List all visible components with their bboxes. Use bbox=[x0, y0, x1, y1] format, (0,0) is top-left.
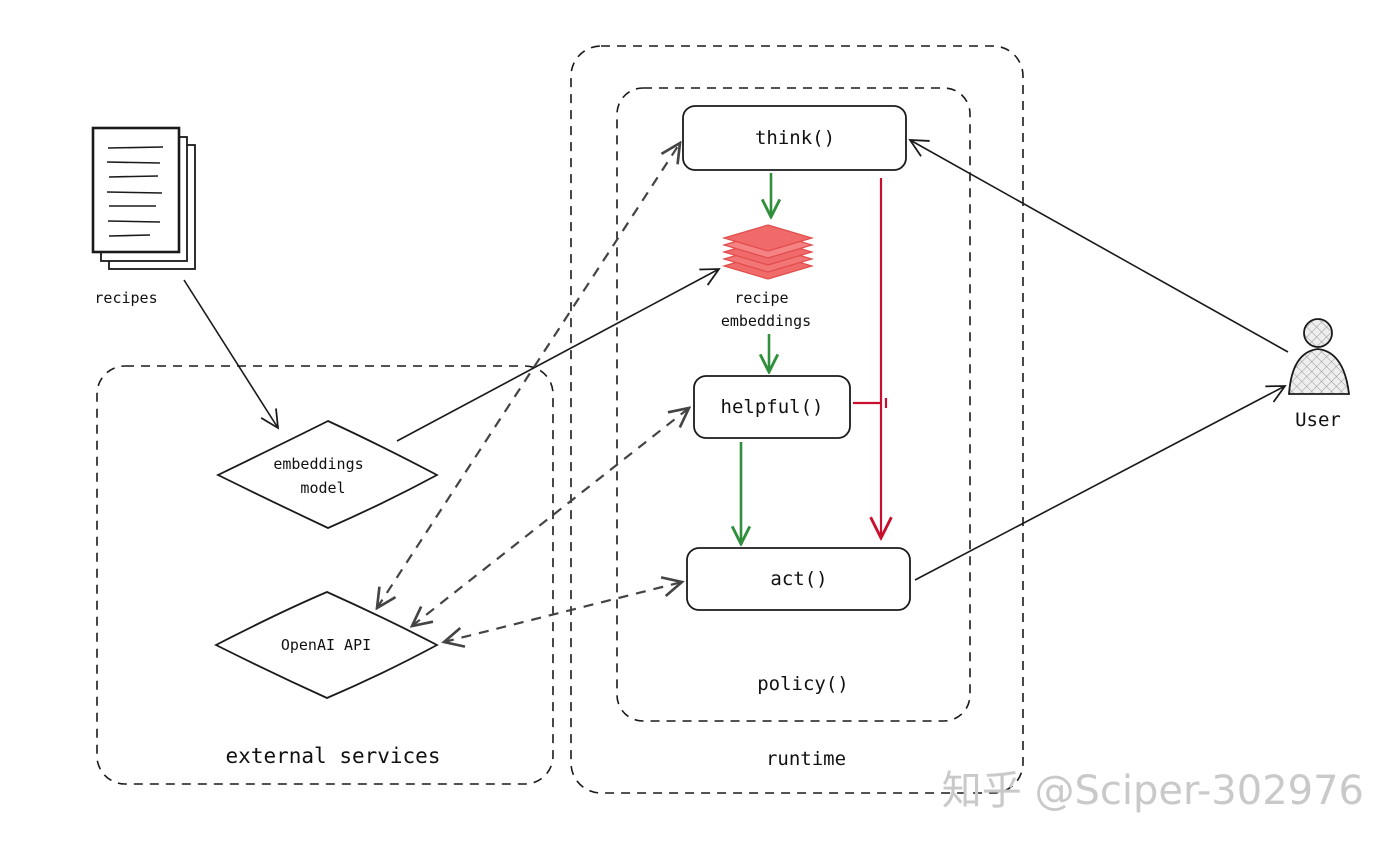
helpful-label: helpful() bbox=[721, 396, 824, 418]
helpful-node bbox=[693, 375, 851, 439]
policy-label: policy() bbox=[757, 673, 849, 695]
edge-act-to-user bbox=[914, 385, 1287, 581]
edge-openai-to-act bbox=[444, 582, 682, 642]
edge-user-to-think bbox=[908, 139, 1289, 353]
user-label: User bbox=[1295, 409, 1341, 431]
edge-openai-to-think bbox=[377, 143, 680, 608]
edge-helpful-to-red-line bbox=[853, 398, 888, 408]
recipe-embeddings-stack-icon bbox=[721, 224, 815, 280]
think-node bbox=[682, 105, 907, 171]
external-services-label: external services bbox=[226, 744, 441, 768]
user-icon bbox=[1288, 318, 1351, 395]
recipe-embeddings-label: recipe embeddings bbox=[721, 289, 811, 330]
runtime-label: runtime bbox=[766, 748, 846, 770]
edge-embeddings-model-to-recipe-embeddings bbox=[396, 268, 721, 442]
edge-openai-to-helpful bbox=[412, 408, 689, 626]
embeddings-model-label: embeddings model bbox=[273, 455, 372, 497]
recipes-document-icon bbox=[91, 126, 196, 270]
edge-recipes-to-embeddings-model bbox=[183, 279, 280, 430]
act-label: act() bbox=[770, 568, 827, 590]
openai-api-label: OpenAI API bbox=[281, 636, 371, 654]
policy-group bbox=[616, 87, 971, 722]
openai-api-node bbox=[214, 591, 439, 699]
think-label: think() bbox=[755, 127, 835, 149]
watermark-text: 知乎 @Sciper-302976 bbox=[942, 768, 1364, 814]
recipes-label: recipes bbox=[94, 289, 157, 307]
